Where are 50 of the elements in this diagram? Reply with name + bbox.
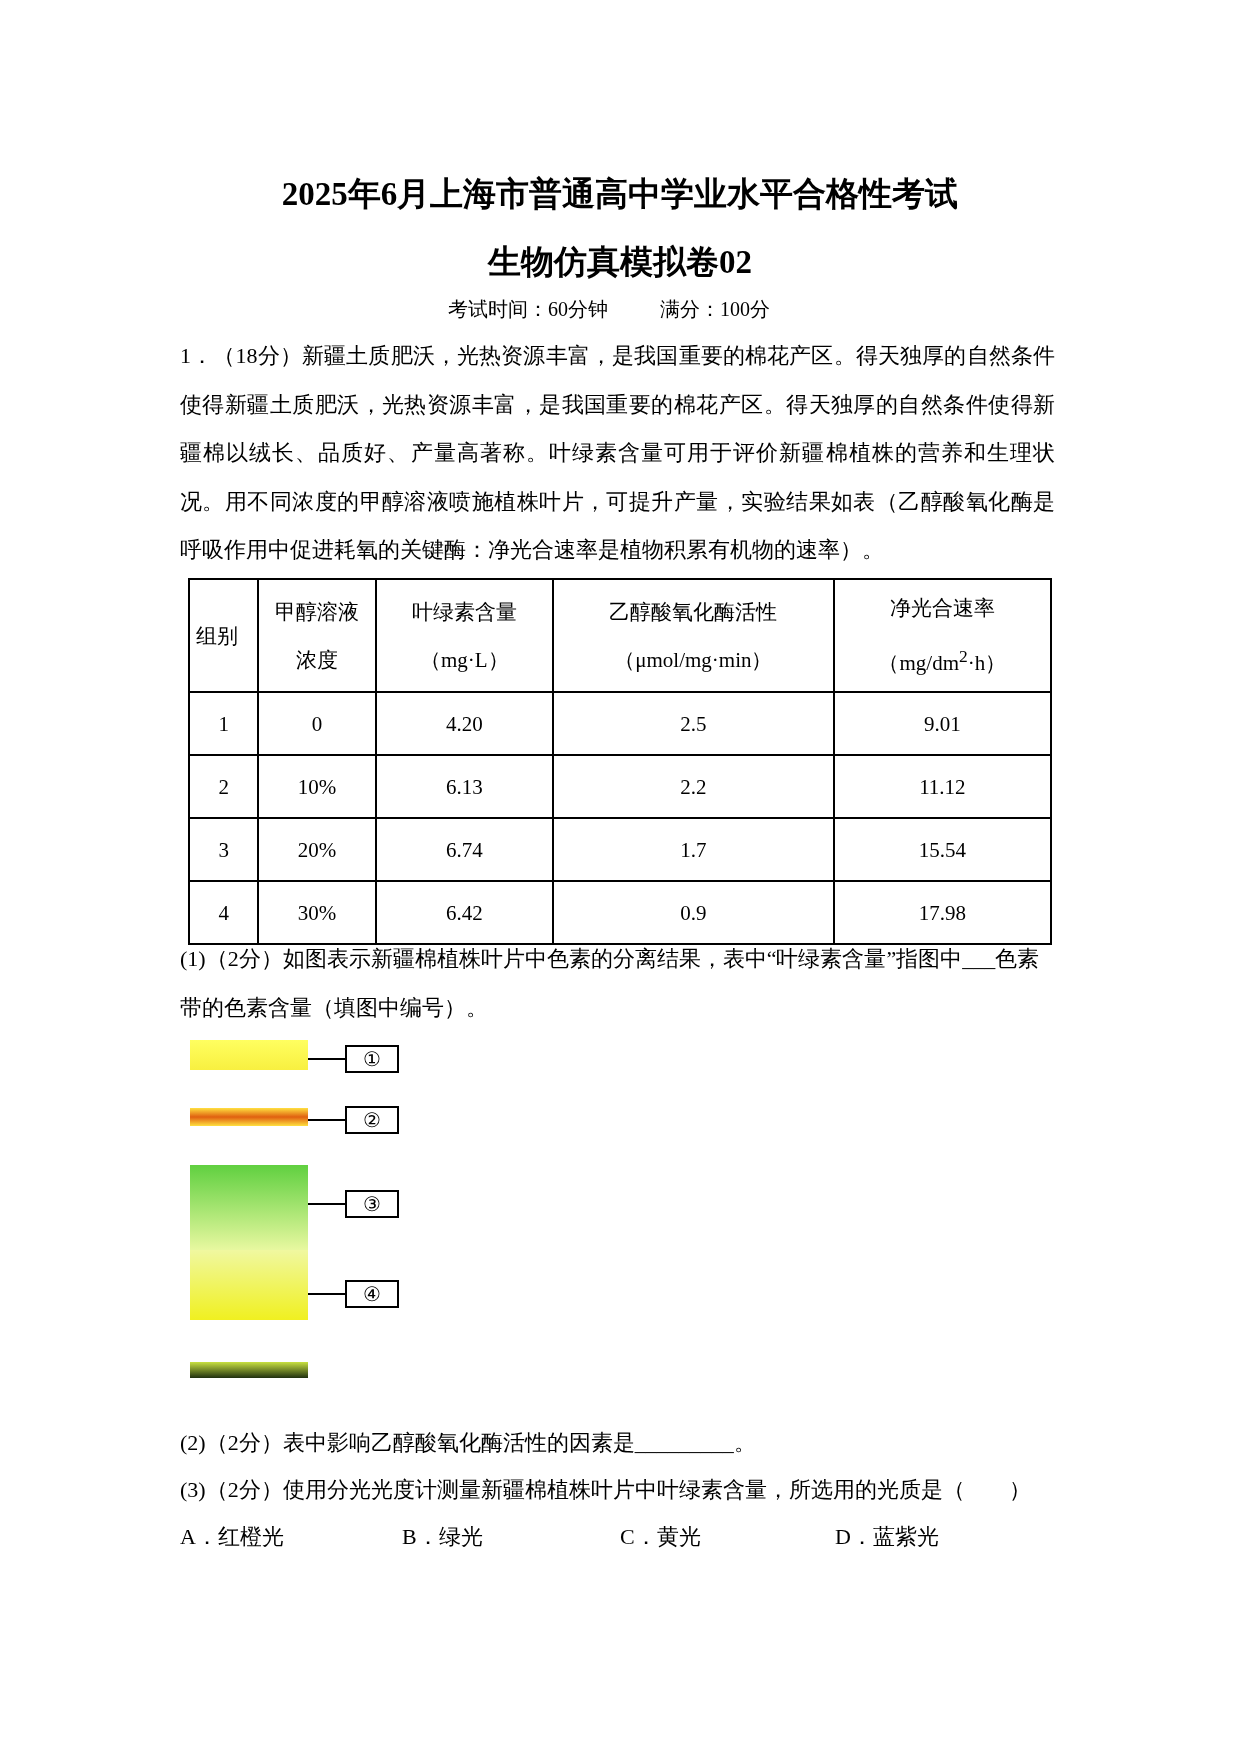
callout-number: ① [345,1045,399,1073]
header-cell: 组别 [189,579,259,692]
table-cell: 10% [258,755,376,818]
table-cell: 9.01 [833,692,1051,755]
table-cell: 6.13 [375,755,553,818]
exam-time: 考试时间：60分钟 [448,297,608,322]
question-paragraph: 1．（18分）新疆土质肥沃，光热资源丰富，是我国重要的棉花产区。得天独厚的自然条件使得新疆土质肥沃，光热资源丰富，是我国重要的棉花产区。得天独厚的自然条件使得新疆棉以绒长、品质好、产量高著称。叶绿素含量可用于评价新疆棉植株的营养和生理状况。用不同浓度的甲醇溶液喷施植株叶片，可提升产量，实验结果如表（乙醇酸氧化酶是呼吸作用中促进耗氧的关键酶：净光合速率是植物积累有机物的速率）。 [180,342,1055,564]
leader-line [307,1203,346,1205]
leader-line [307,1119,346,1121]
table-cell: 0 [258,692,376,755]
table-cell: 1.7 [552,818,834,881]
header-cell: 甲醇溶液浓度 [258,579,376,692]
callout-number: ④ [345,1280,399,1308]
table-cell: 3 [189,818,259,881]
table-cell: 6.74 [375,818,553,881]
header-cell: 叶绿素含量（mg·L） [375,579,553,692]
table-cell: 2.5 [552,692,834,755]
table-cell: 20% [258,818,376,881]
table-cell: 1 [189,692,259,755]
table-cell: 30% [258,881,376,944]
header-cell: 乙醇酸氧化酶活性（μmol/mg·min） [552,579,834,692]
pigment-band-picture [190,1040,308,1070]
question-sentence: (2)（2分）表中影响乙醇酸氧化酶活性的因素是_________。 [180,1429,756,1457]
title: 2025年6月上海市普通高中学业水平合格性考试 [280,175,960,214]
callout-number: ③ [345,1190,399,1218]
leader-line [307,1058,346,1060]
subtitle: 生物仿真模拟卷02 [486,243,753,282]
full-score: 满分：100分 [660,297,770,322]
table-cell: 4.20 [375,692,553,755]
table-cell: 11.12 [833,755,1051,818]
pigment-band-picture [190,1362,308,1378]
pigment-band-picture [190,1250,308,1320]
question-sentence: (3)（2分）使用分光光度计测量新疆棉植株叶片中叶绿素含量，所选用的光质是（ ） [180,1476,1031,1504]
question-paragraph: (1)（2分）如图表示新疆棉植株叶片中色素的分离结果，表中“叶绿素含量”指图中___色素带的色素含量（填图中编号）。 [180,945,1041,1022]
table-cell: 17.98 [833,881,1051,944]
table-cell: 6.42 [375,881,553,944]
table-cell: 2 [189,755,259,818]
table-cell: 0.9 [552,881,834,944]
answer-option: D．蓝紫光 [835,1522,939,1552]
table-cell: 4 [189,881,259,944]
answer-option: B．绿光 [402,1522,483,1552]
callout-number: ② [345,1106,399,1134]
pigment-band-picture [190,1165,308,1250]
table-cell: 2.2 [552,755,834,818]
pigment-band-picture [190,1108,308,1126]
header-cell: 净光合速率（mg/dm$^{2}$·h） [833,579,1051,692]
answer-option: A．红橙光 [180,1522,284,1552]
table-cell: 15.54 [833,818,1051,881]
answer-option: C．黄光 [620,1522,701,1552]
leader-line [307,1293,346,1295]
